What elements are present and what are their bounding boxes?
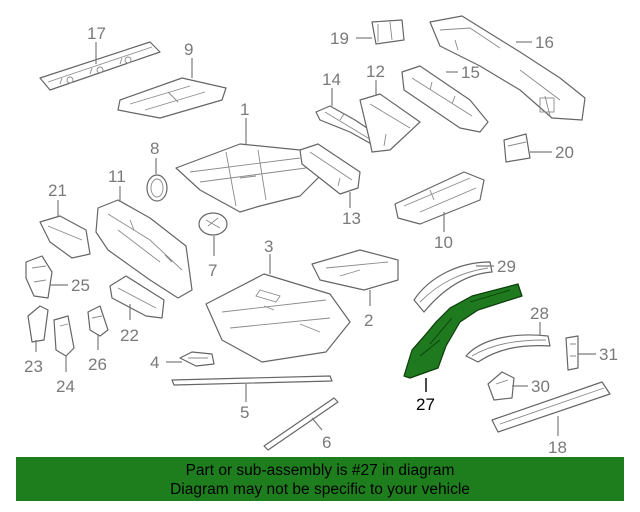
part-5 <box>171 375 333 386</box>
part-27 <box>403 283 523 379</box>
callout-3: 3 <box>264 237 273 256</box>
callout-13: 13 <box>342 209 361 228</box>
callout-15: 15 <box>461 63 480 82</box>
callout-27: 27 <box>416 395 435 414</box>
part-25 <box>25 255 53 299</box>
callout-19: 19 <box>330 29 349 48</box>
part-3 <box>205 273 351 363</box>
banner-line-1: Part or sub-assembly is #27 in diagram <box>185 462 455 479</box>
vehicle-fitment-banner: Part or sub-assembly is #27 in diagram D… <box>16 457 624 501</box>
leader-6 <box>311 417 323 431</box>
part-10 <box>394 171 485 225</box>
callout-4: 4 <box>150 353 159 372</box>
part-21 <box>39 215 91 259</box>
callout-20: 20 <box>555 143 574 162</box>
banner-line-2: Diagram may not be specific to your vehi… <box>170 481 470 498</box>
part-11 <box>95 199 193 299</box>
part-12 <box>359 93 421 153</box>
callout-23: 23 <box>24 357 43 376</box>
callout-16: 16 <box>535 33 554 52</box>
callout-18: 18 <box>548 438 567 455</box>
callout-17: 17 <box>87 24 106 43</box>
part-13 <box>299 143 361 195</box>
callout-22: 22 <box>120 326 139 345</box>
callout-14: 14 <box>322 70 341 89</box>
part-28 <box>465 334 551 363</box>
callout-31: 31 <box>599 345 618 364</box>
part-1 <box>175 143 321 213</box>
part-31 <box>565 335 579 371</box>
callout-12: 12 <box>366 62 385 81</box>
callout-8: 8 <box>150 139 159 158</box>
callout-2: 2 <box>364 311 373 330</box>
part-8 <box>146 174 168 202</box>
part-7 <box>198 212 228 236</box>
part-6 <box>263 397 339 451</box>
part-26 <box>87 305 109 337</box>
part-19 <box>371 19 405 45</box>
callout-26: 26 <box>88 355 107 374</box>
callout-7: 7 <box>208 261 217 280</box>
part-15 <box>401 65 489 133</box>
part-18 <box>491 381 611 433</box>
callout-5: 5 <box>240 403 249 422</box>
part-2 <box>311 249 399 291</box>
callout-21: 21 <box>48 181 67 200</box>
callout-24: 24 <box>56 377 75 396</box>
callout-30: 30 <box>531 377 550 396</box>
callout-25: 25 <box>71 276 90 295</box>
callout-1: 1 <box>240 100 249 119</box>
part-24 <box>53 315 75 357</box>
part-9 <box>117 77 227 119</box>
callout-10: 10 <box>434 233 453 252</box>
callout-6: 6 <box>322 433 331 452</box>
callout-28: 28 <box>530 304 549 323</box>
part-20 <box>503 133 531 163</box>
part-22 <box>109 275 165 319</box>
part-29 <box>413 261 493 313</box>
part-4 <box>179 351 215 367</box>
part-17 <box>39 41 161 91</box>
callout-9: 9 <box>184 40 193 59</box>
part-30 <box>487 371 515 401</box>
part-16 <box>429 15 586 121</box>
callout-29: 29 <box>497 257 516 276</box>
callout-11: 11 <box>108 167 126 186</box>
parts-diagram: 17 9 19 16 14 12 15 <box>24 15 618 455</box>
part-23 <box>27 305 49 343</box>
